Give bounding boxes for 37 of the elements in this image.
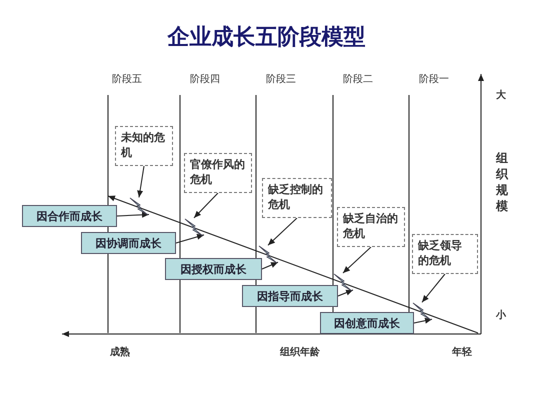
lightning-icon (258, 245, 278, 266)
axis-label: 年轻 (452, 346, 472, 359)
crisis-box: 官僚作风的危机 (184, 153, 252, 193)
arrow (422, 274, 446, 303)
arrow (268, 218, 298, 246)
growth-box: 因创意而成长 (320, 312, 414, 334)
arrow (338, 290, 354, 296)
stage-label: 阶段五 (112, 73, 142, 86)
growth-box: 因协调而成长 (81, 232, 176, 254)
axis-label: 小 (496, 308, 506, 322)
crisis-box: 缺乏领导的危机 (412, 234, 478, 274)
arrow (137, 166, 144, 198)
axis-label: 组织规模 (496, 150, 510, 214)
crisis-box: 缺乏自治的危机 (337, 207, 405, 247)
stage-label: 阶段一 (419, 73, 449, 86)
arrow (116, 212, 150, 218)
axis-label: 成熟 (110, 346, 130, 359)
arrow (414, 318, 432, 324)
axis-label: 组织年龄 (280, 346, 320, 359)
lightning-icon (184, 218, 204, 238)
arrow (262, 262, 278, 270)
arrow (342, 246, 372, 274)
growth-box: 因指导而成长 (242, 285, 338, 307)
lightning-icon (129, 197, 149, 218)
arrow (194, 192, 218, 218)
growth-box: 因合作而成长 (22, 205, 117, 227)
stage-label: 阶段二 (343, 73, 373, 86)
lightning-icon (333, 273, 353, 293)
crisis-box: 未知的危机 (115, 126, 173, 166)
axis-label: 大 (496, 88, 506, 102)
arrow (176, 234, 204, 244)
stage-label: 阶段三 (266, 73, 296, 86)
crisis-box: 缺乏控制的危机 (262, 178, 332, 218)
diagram-title: 企业成长五阶段模型 (166, 24, 366, 52)
lightning-icon (412, 302, 432, 322)
stage-label: 阶段四 (190, 73, 220, 86)
growth-box: 因授权而成长 (165, 258, 262, 280)
